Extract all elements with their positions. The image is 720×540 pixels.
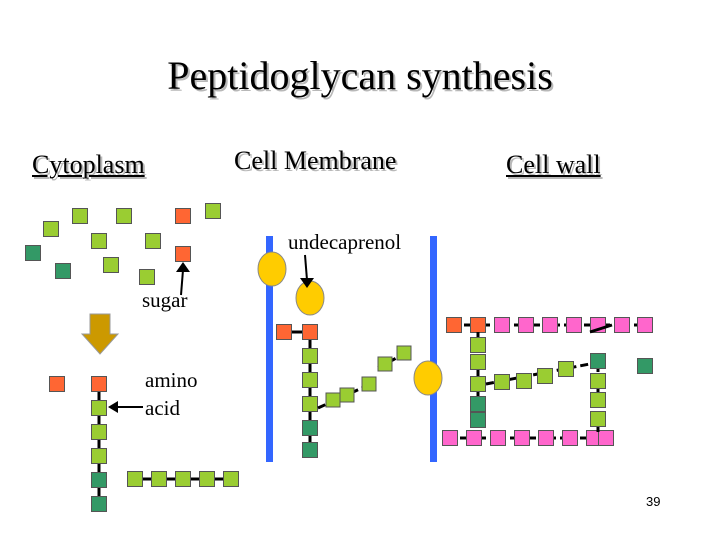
amino-acid-unit: [470, 376, 486, 392]
sugar-unit: [276, 324, 292, 340]
glycan-unit: [538, 430, 554, 446]
amino-acid-unit: [223, 471, 239, 487]
glycan-unit: [466, 430, 482, 446]
page-title: Peptidoglycan synthesis: [167, 53, 553, 98]
sugar-pointer-arrow: [180, 269, 184, 296]
precursor-unit: [43, 221, 59, 237]
glycan-unit: [490, 430, 506, 446]
amino-acid-unit: [637, 358, 653, 374]
cell-membrane-label: Cell Membrane: [234, 146, 397, 175]
amino-acid-unit: [91, 400, 107, 416]
amino-acid-unit: [91, 424, 107, 440]
precursor-unit: [55, 263, 71, 279]
crosslink-bridge: [589, 323, 613, 334]
amino-acid-unit: [151, 471, 167, 487]
precursor-unit: [72, 208, 88, 224]
precursor-unit: [205, 203, 221, 219]
undecaprenol-lipid: [295, 280, 325, 316]
amino-acid-unit: [302, 420, 318, 436]
amino-acid-unit: [91, 448, 107, 464]
amino-acid-unit: [302, 372, 318, 388]
amino-acid-unit: [91, 496, 107, 512]
amino-acid-unit: [470, 337, 486, 353]
undecaprenol-pointer-arrow: [304, 254, 308, 281]
cell-membrane-bar-left: [266, 236, 273, 462]
amino-acid-label-line1: amino: [145, 368, 198, 392]
amino-acid-unit: [470, 396, 486, 412]
sugar-label: sugar: [142, 288, 188, 312]
amino-acid-unit: [91, 472, 107, 488]
undecaprenol-pointer-arrowhead: [300, 278, 314, 288]
undecaprenol-label: undecaprenol: [288, 230, 402, 254]
amino-acid-unit: [537, 368, 553, 384]
glycan-unit: [614, 317, 630, 333]
amino-acid-label-line2: acid: [145, 396, 180, 420]
amino-acid-pointer-arrowhead: [108, 401, 118, 413]
precursor-unit: [175, 246, 191, 262]
undecaprenol-lipid: [413, 360, 443, 396]
amino-acid-unit: [470, 412, 486, 428]
amino-acid-unit: [396, 345, 412, 361]
undecaprenol-lipid: [257, 251, 287, 287]
amino-acid-unit: [494, 374, 510, 390]
amino-acid-unit: [590, 353, 606, 369]
precursor-unit: [175, 208, 191, 224]
cell-membrane-bar-right: [430, 236, 437, 462]
precursor-unit: [25, 245, 41, 261]
amino-acid-unit: [590, 373, 606, 389]
amino-acid-unit: [516, 373, 532, 389]
sugar-unit: [302, 324, 318, 340]
amino-acid-unit: [199, 471, 215, 487]
amino-acid-unit: [339, 387, 355, 403]
precursor-unit: [145, 233, 161, 249]
precursor-unit: [139, 269, 155, 285]
amino-acid-unit: [325, 392, 341, 408]
amino-acid-unit: [590, 411, 606, 427]
amino-acid-unit: [377, 356, 393, 372]
glycan-unit: [542, 317, 558, 333]
sugar-pointer-arrowhead: [176, 262, 190, 272]
amino-acid-unit: [361, 376, 377, 392]
glycan-unit: [518, 317, 534, 333]
amino-acid-unit: [127, 471, 143, 487]
glycan-unit: [566, 317, 582, 333]
glycan-unit: [442, 430, 458, 446]
precursor-unit: [103, 257, 119, 273]
cell-wall-label: Cell wall: [506, 150, 601, 179]
process-arrow: [80, 313, 120, 355]
amino-acid-unit: [302, 442, 318, 458]
amino-acid-unit: [590, 392, 606, 408]
amino-acid-unit: [558, 361, 574, 377]
glycan-unit: [637, 317, 653, 333]
amino-acid-unit: [175, 471, 191, 487]
page-number: 39: [646, 494, 661, 509]
sugar-unit: [446, 317, 462, 333]
precursor-unit: [91, 233, 107, 249]
sugar-unit: [49, 376, 65, 392]
amino-acid-unit: [302, 348, 318, 364]
glycan-unit: [514, 430, 530, 446]
amino-acid-unit: [302, 396, 318, 412]
amino-acid-unit: [470, 354, 486, 370]
glycan-unit: [562, 430, 578, 446]
cytoplasm-label: Cytoplasm: [32, 150, 145, 179]
sugar-unit: [470, 317, 486, 333]
glycan-unit: [494, 317, 510, 333]
glycan-unit: [598, 430, 614, 446]
precursor-unit: [116, 208, 132, 224]
sugar-unit: [91, 376, 107, 392]
